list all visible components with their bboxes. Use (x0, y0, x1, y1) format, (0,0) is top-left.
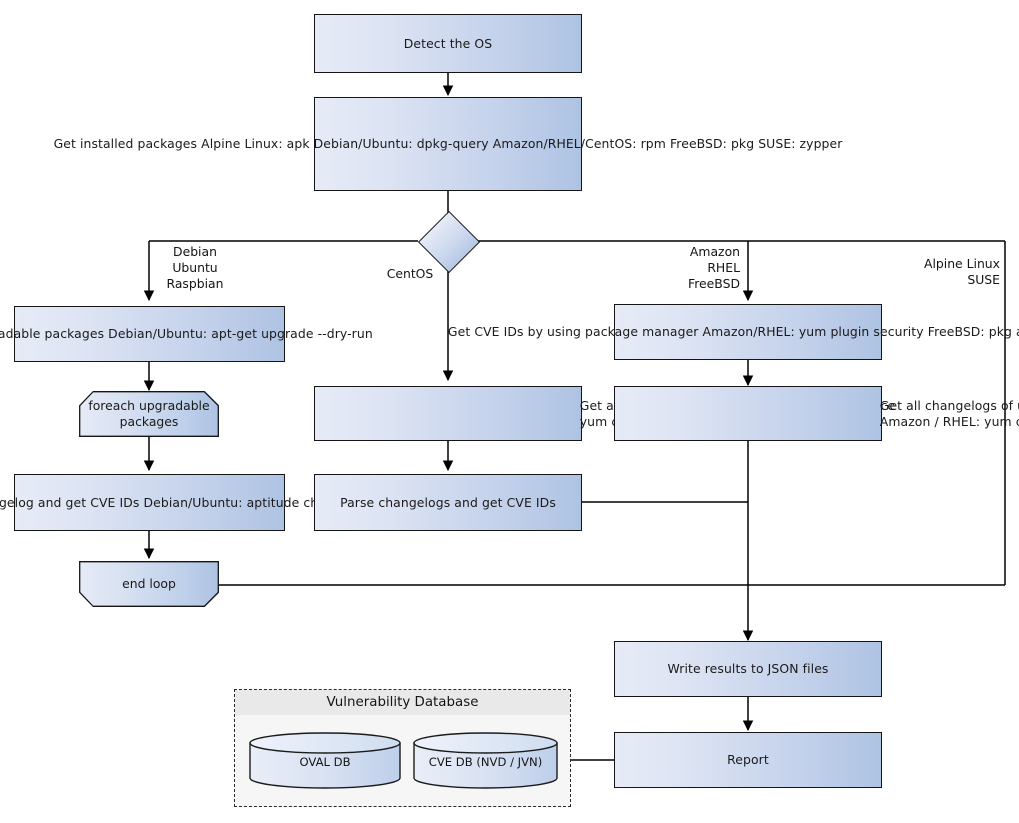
node-get-changelogs-rhel-label: Get all changelogs of updatable packages… (879, 397, 1019, 429)
node-check-upgradable-packages[interactable]: Check upgradable packages Debian/Ubuntu:… (0, 306, 373, 362)
database-cylinder-oval[interactable]: OVAL DB (249, 732, 401, 789)
node-get-cve-ids-package-manager[interactable]: Get CVE IDs by using package manager Ama… (448, 304, 1019, 360)
node-get-cve-ids-package-manager-label: Get CVE IDs by using package manager Ama… (448, 324, 1019, 340)
node-os-decision-diamond[interactable] (417, 210, 481, 274)
node-parse-changelog-debian[interactable]: Parse changelog and get CVE IDs Debian/U… (0, 474, 369, 531)
database-cylinder-cve-label: CVE DB (NVD / JVN) (428, 755, 543, 769)
node-end-loop[interactable]: end loop (79, 561, 219, 607)
database-cylinder-cve[interactable]: CVE DB (NVD / JVN) (413, 732, 558, 789)
node-detect-os[interactable]: Detect the OS (314, 14, 582, 73)
line: Parse changelog and get CVE IDs (0, 494, 140, 510)
cve-db-icon (413, 732, 558, 789)
node-get-changelogs-rhel[interactable]: Get all changelogs of updatable packages… (614, 386, 1019, 441)
node-get-installed-packages-label: Get installed packages Alpine Linux: apk… (54, 136, 843, 152)
vulnerability-database-title: Vulnerability Database (235, 690, 570, 715)
node-get-changelogs-centos-label: Get all changelogs of updatable packages… (579, 397, 895, 429)
node-write-results-json[interactable]: Write results to JSON files (614, 641, 882, 697)
line: Amazon/RHEL: yum plugin security (702, 324, 924, 340)
node-report-label: Report (727, 752, 769, 768)
line: FreeBSD: pkg (669, 136, 755, 152)
line: Amazon/RHEL/CentOS: rpm (492, 136, 666, 152)
node-end-loop-label: end loop (122, 576, 176, 592)
node-foreach-loop-start[interactable]: foreach upgradable packages (79, 391, 219, 437)
node-parse-changelog-debian-label: Parse changelog and get CVE IDs Debian/U… (0, 495, 369, 511)
branch-label-centos: CentOS (386, 266, 434, 281)
node-foreach-loop-start-label: foreach upgradable packages (79, 398, 219, 429)
line: yum changelog (579, 413, 677, 429)
line: Debian/Ubuntu: dpkg-query (313, 136, 489, 152)
line: Check upgradable packages (0, 326, 105, 342)
branch-label-alpine: Alpine Linux SUSE (923, 256, 1000, 288)
oval-db-icon (249, 732, 401, 789)
line: Get all changelogs of updatable packages… (579, 397, 895, 413)
line: Amazon / RHEL: yum changelog (879, 413, 1019, 429)
node-get-changelogs-centos[interactable]: Get all changelogs of updatable packages… (314, 386, 895, 441)
line: Alpine Linux: apk (201, 136, 310, 152)
branch-label-debian: Debian Ubuntu Raspbian (166, 244, 224, 292)
line: SUSE: zypper (758, 136, 843, 152)
line: Get all changelogs of updatable packages… (879, 397, 1019, 413)
vulnerability-database-group: Vulnerability Database OVAL D (234, 689, 571, 807)
line: Get installed packages (53, 136, 198, 152)
line: Debian/Ubuntu: apt-get upgrade --dry-run (108, 326, 373, 342)
line: foreach (88, 398, 136, 414)
node-write-results-json-label: Write results to JSON files (667, 661, 829, 677)
node-parse-changelogs-centos-label: Parse changelogs and get CVE IDs (340, 494, 556, 510)
node-check-upgradable-packages-label: Check upgradable packages Debian/Ubuntu:… (0, 326, 373, 342)
branch-label-amazon: Amazon RHEL FreeBSD (688, 244, 740, 292)
line: Debian/Ubuntu: aptitude changelog (143, 494, 369, 510)
node-detect-os-label: Detect the OS (403, 35, 493, 51)
node-get-installed-packages[interactable]: Get installed packages Alpine Linux: apk… (54, 97, 842, 191)
database-cylinder-oval-label: OVAL DB (299, 755, 351, 769)
node-parse-changelogs-centos[interactable]: Parse changelogs and get CVE IDs (314, 474, 582, 531)
line: Get CVE IDs by using package manager (447, 324, 699, 340)
node-report[interactable]: Report (614, 732, 882, 788)
line: FreeBSD: pkg audit (927, 324, 1019, 340)
